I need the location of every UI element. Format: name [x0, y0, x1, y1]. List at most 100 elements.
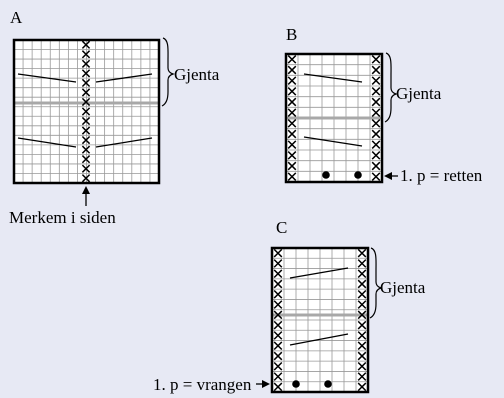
- cross-stitch-icon: [81, 145, 91, 154]
- cross-stitch-icon: [371, 55, 381, 64]
- panel-b-repeat-brace: [384, 52, 398, 123]
- panel-c-repeat-label: Gjenta: [380, 278, 426, 297]
- panel-c-grid-lines: [272, 248, 368, 392]
- cross-stitch-icon: [371, 108, 381, 117]
- cross-stitch-icon: [287, 97, 297, 107]
- panel-a-letter: A: [10, 8, 23, 27]
- cross-stitch-icon: [357, 351, 367, 361]
- panel-c-grid: [270, 246, 370, 394]
- cross-stitch-icon: [273, 259, 283, 268]
- panel-c-decrease-lines: [289, 267, 349, 346]
- cross-stitch-icon: [287, 129, 297, 139]
- panel-b-grid-border: [284, 52, 384, 184]
- cross-stitch-icon: [273, 361, 283, 371]
- panel-c-letter: C: [276, 218, 287, 237]
- panel-b-repeat-label: Gjenta: [396, 84, 442, 103]
- panel-b-decrease-line: [303, 136, 363, 147]
- cross-stitch-icon: [371, 76, 381, 85]
- cross-stitch-icon: [273, 341, 283, 351]
- cross-stitch-icon: [81, 135, 91, 145]
- panel-a-decrease-line: [95, 137, 153, 148]
- cross-stitch-icon: [357, 361, 367, 371]
- cross-stitch-icon: [273, 289, 283, 299]
- cross-stitch-icon: [371, 161, 381, 171]
- panel-a-grid-lines: [14, 40, 159, 183]
- cross-stitch-icon: [287, 65, 297, 75]
- panel-c-grid-border: [270, 246, 370, 394]
- cross-stitch-icon: [81, 78, 91, 88]
- cross-stitch-icon: [357, 320, 367, 330]
- cross-stitch-icon: [287, 76, 297, 85]
- cross-stitch-icon: [81, 88, 91, 97]
- panel-c: C Gjenta 1. p = vrangen: [153, 218, 426, 394]
- panel-c-bobble-dots: [292, 380, 332, 388]
- panel-c-row-arrow: [256, 380, 270, 388]
- cross-stitch-icon: [287, 108, 297, 117]
- cross-stitch-icon: [287, 151, 297, 160]
- panel-c-decrease-line: [289, 333, 349, 346]
- cross-stitch-icon: [81, 97, 91, 107]
- cross-stitch-icon: [371, 87, 381, 96]
- cross-stitch-icon: [357, 331, 367, 340]
- cross-stitch-icon: [357, 300, 367, 309]
- cross-stitch-icon: [371, 151, 381, 160]
- panel-a-grid: [12, 38, 161, 185]
- panel-b-row-label: 1. p = retten: [400, 166, 483, 185]
- bobble-dot-icon: [324, 380, 332, 388]
- panel-b-decrease-lines: [303, 73, 363, 147]
- panel-a-grid-border: [12, 38, 161, 185]
- cross-stitch-icon: [273, 310, 283, 320]
- cross-stitch-icon: [81, 155, 91, 164]
- cross-stitch-icon: [81, 116, 91, 126]
- cross-stitch-icon: [287, 87, 297, 96]
- bobble-dot-icon: [292, 380, 300, 388]
- panel-b: B Gjenta 1. p = retten: [284, 25, 483, 185]
- cross-stitch-icon: [357, 372, 367, 381]
- panel-b-bobble-dots: [322, 171, 362, 179]
- panel-a-decrease-line: [95, 73, 153, 83]
- panel-a-decrease-line: [17, 137, 77, 148]
- cross-stitch-icon: [357, 382, 367, 392]
- panel-c-repeat-brace: [369, 247, 383, 319]
- panel-b-grid: [284, 52, 384, 184]
- cross-stitch-icon: [287, 119, 297, 128]
- cross-stitch-icon: [273, 279, 283, 289]
- panel-a-cross-column: [81, 40, 91, 183]
- cross-stitch-icon: [273, 269, 283, 279]
- cross-stitch-icon: [287, 161, 297, 171]
- cross-stitch-icon: [357, 259, 367, 268]
- cross-stitch-icon: [357, 279, 367, 289]
- panel-c-row-label: 1. p = vrangen: [153, 375, 252, 394]
- cross-stitch-icon: [273, 351, 283, 361]
- panel-c-cross-columns: [273, 248, 367, 392]
- cross-stitch-icon: [81, 50, 91, 59]
- cross-stitch-icon: [371, 65, 381, 75]
- cross-stitch-icon: [81, 59, 91, 68]
- cross-stitch-icon: [273, 331, 283, 340]
- cross-stitch-icon: [81, 69, 91, 78]
- cross-stitch-icon: [357, 341, 367, 351]
- cross-stitch-icon: [357, 289, 367, 299]
- cross-stitch-icon: [357, 310, 367, 320]
- cross-stitch-icon: [357, 248, 367, 258]
- panel-a-marker-label: Merkem i siden: [9, 208, 116, 227]
- cross-stitch-icon: [81, 174, 91, 183]
- panel-a-repeat-brace: [161, 37, 175, 107]
- cross-stitch-icon: [81, 107, 91, 116]
- cross-stitch-icon: [371, 97, 381, 107]
- cross-stitch-icon: [371, 140, 381, 149]
- cross-stitch-icon: [273, 320, 283, 330]
- cross-stitch-icon: [287, 55, 297, 64]
- panel-b-letter: B: [286, 25, 297, 44]
- panel-a: A Gjenta Merkem i siden: [9, 8, 220, 227]
- cross-stitch-icon: [287, 140, 297, 149]
- panel-a-marker-arrow: [82, 186, 90, 206]
- panel-a-decrease-lines: [17, 73, 153, 148]
- cross-stitch-icon: [81, 40, 91, 49]
- panel-b-decrease-line: [303, 73, 363, 83]
- cross-stitch-icon: [371, 119, 381, 128]
- panel-a-repeat-label: Gjenta: [174, 65, 220, 84]
- cross-stitch-icon: [287, 172, 297, 181]
- cross-stitch-icon: [371, 129, 381, 139]
